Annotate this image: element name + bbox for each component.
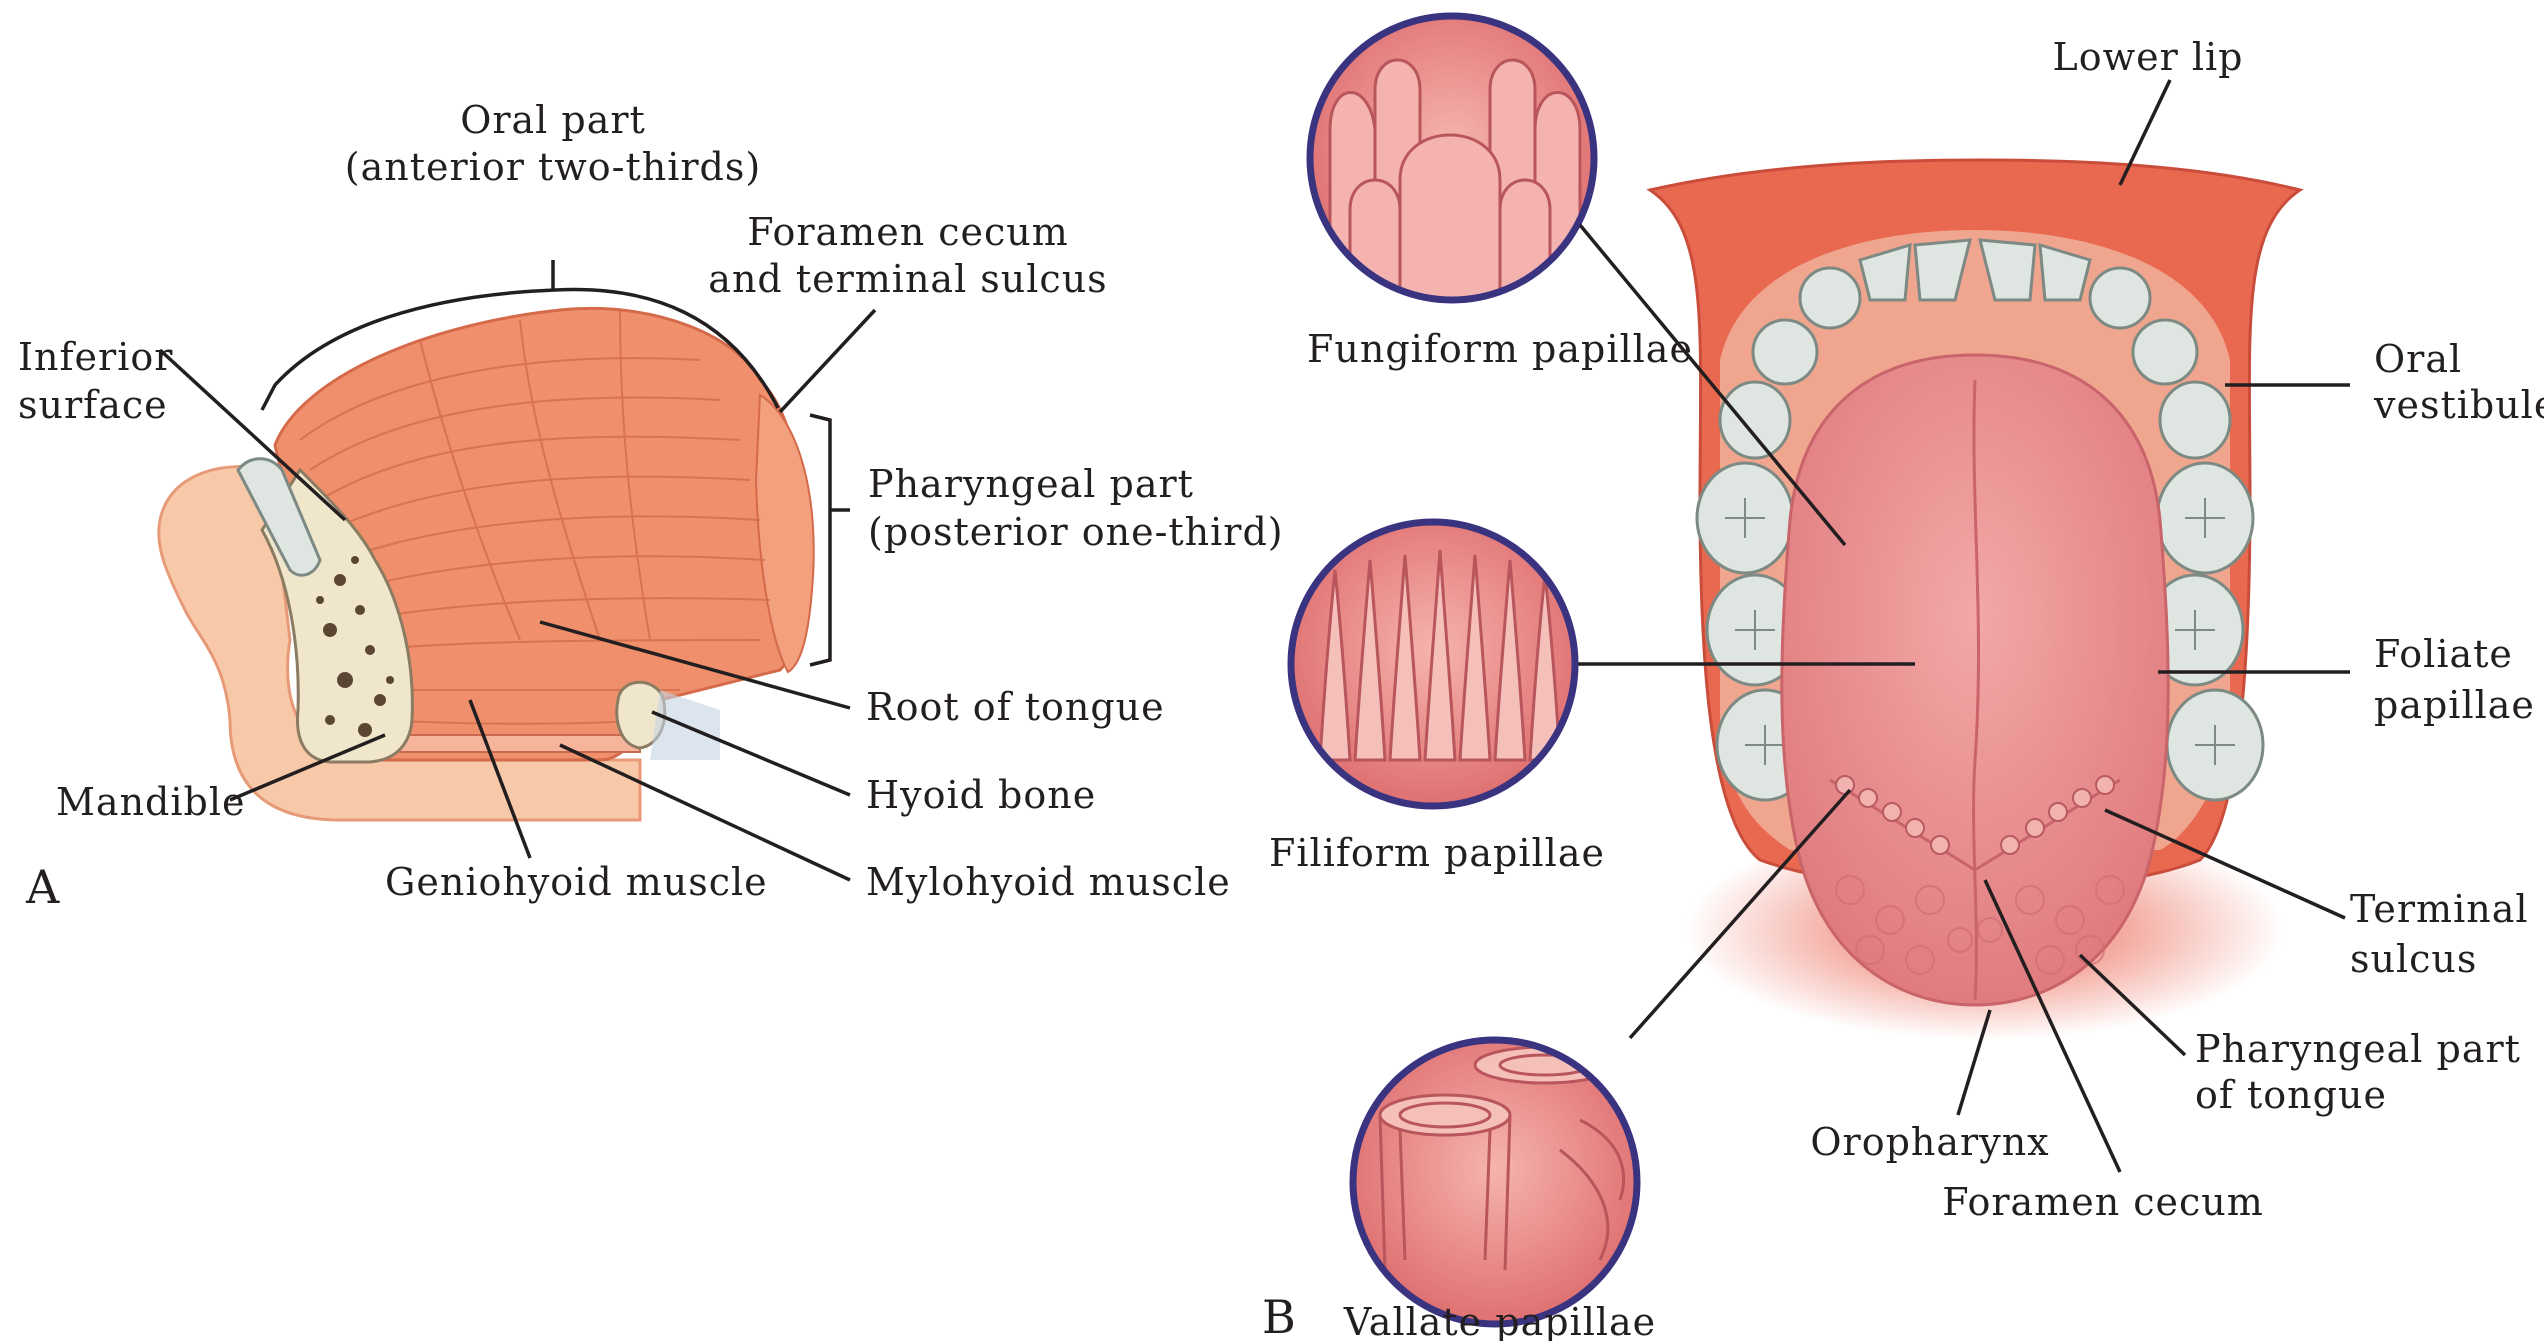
panel-a: Oral part (anterior two-thirds) Foramen …	[18, 98, 1284, 914]
label-mylohyoid-muscle: Mylohyoid muscle	[866, 860, 1231, 904]
tooth	[1720, 382, 1790, 458]
label-oral-part: Oral part	[460, 98, 646, 142]
label-foramen-cecum-b: Foramen cecum	[1942, 1180, 2264, 1224]
label-inferior: Inferior	[18, 335, 173, 379]
label-fungiform-papillae: Fungiform papillae	[1307, 327, 1693, 371]
label-of-tongue: of tongue	[2195, 1073, 2387, 1117]
label-foramen-cecum-a: Foramen cecum	[747, 210, 1069, 254]
panel-letter-b: B	[1262, 1290, 1296, 1341]
label-root-of-tongue: Root of tongue	[866, 685, 1165, 729]
label-surface: surface	[18, 383, 168, 427]
tooth	[2133, 320, 2197, 384]
tooth	[1753, 320, 1817, 384]
label-oral-part-sub: (anterior two-thirds)	[345, 145, 761, 189]
panel-letter-a: A	[25, 860, 60, 914]
label-pharyngeal-part-b: Pharyngeal part	[2195, 1027, 2521, 1071]
label-mandible: Mandible	[56, 780, 245, 824]
label-oropharynx: Oropharynx	[1810, 1120, 2049, 1164]
label-filiform-papillae: Filiform papillae	[1269, 831, 1605, 875]
vallate-inset	[1353, 1040, 1637, 1324]
label-pharyngeal-part: Pharyngeal part	[868, 462, 1194, 506]
filiform-inset	[1291, 522, 1575, 806]
label-vestibule: vestibule	[2373, 383, 2544, 427]
label-vallate-papillae: Vallate papillae	[1343, 1300, 1656, 1341]
label-hyoid-bone: Hyoid bone	[866, 773, 1096, 817]
label-foliate: Foliate	[2374, 632, 2513, 676]
tooth	[1800, 268, 1860, 328]
geniohyoid-muscle-shape	[400, 735, 640, 752]
tooth	[2160, 382, 2230, 458]
label-terminal-sulcus-a: and terminal sulcus	[708, 257, 1107, 301]
pharyngeal-part-bracket	[810, 415, 850, 665]
label-foliate-papillae: papillae	[2374, 683, 2535, 727]
label-oral: Oral	[2374, 337, 2462, 381]
label-terminal: Terminal	[2350, 887, 2529, 931]
label-lower-lip: Lower lip	[2052, 35, 2243, 79]
label-sulcus: sulcus	[2350, 937, 2477, 981]
label-geniohyoid-muscle: Geniohyoid muscle	[385, 860, 768, 904]
panel-b: Lower lip Fungiform papillae Oral vestib…	[1262, 16, 2544, 1341]
fungiform-inset	[1310, 16, 1594, 300]
tooth	[2090, 268, 2150, 328]
label-pharyngeal-part-sub: (posterior one-third)	[868, 510, 1284, 554]
leader-foramen-cecum-a	[780, 310, 875, 412]
